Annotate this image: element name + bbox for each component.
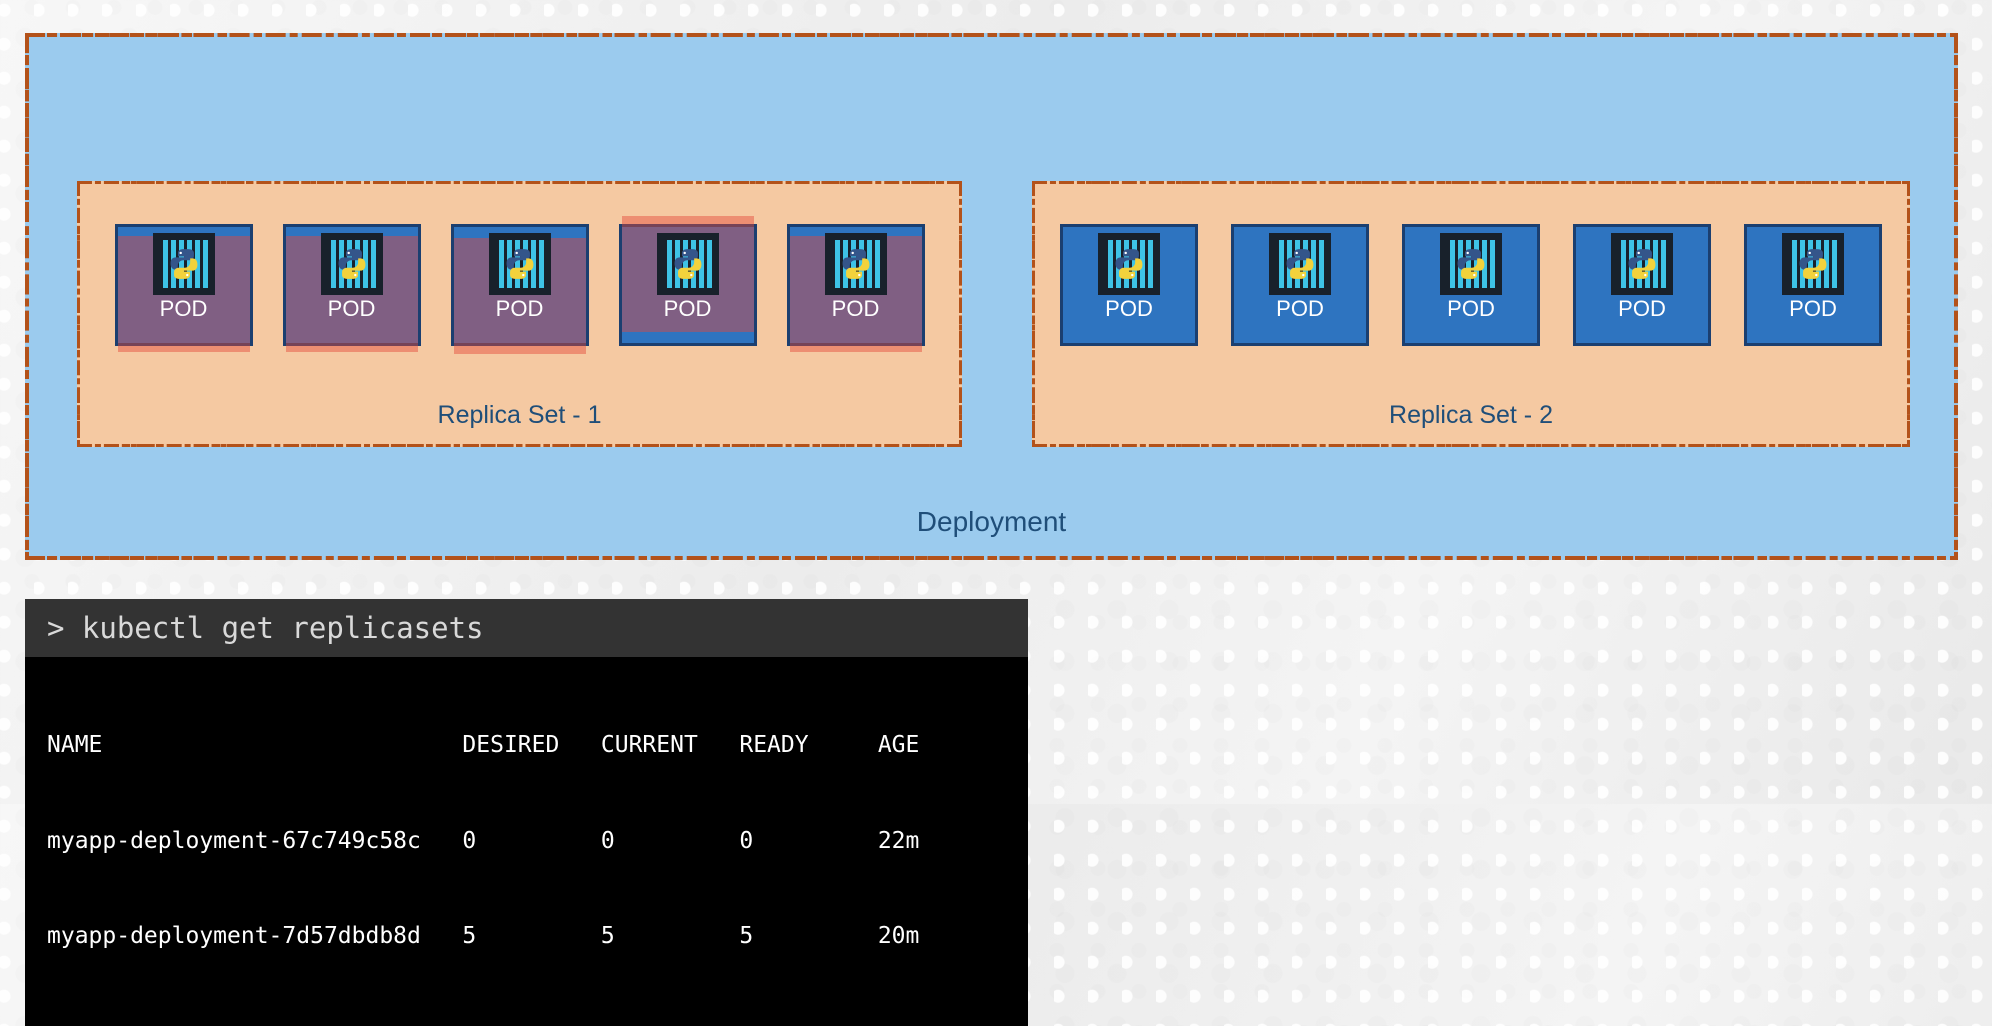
pod-rs2-3[interactable]: POD <box>1402 224 1540 346</box>
terminal-window: > kubectl get replicasets NAME DESIRED C… <box>25 599 1028 1026</box>
pod-label: POD <box>327 296 376 321</box>
pod-label: POD <box>1105 296 1153 321</box>
pod-rs1-3[interactable]: POD <box>450 224 589 346</box>
container-cage <box>1276 240 1324 288</box>
pod-rs2-4[interactable]: POD <box>1573 224 1711 346</box>
terminal-command-prompt: > kubectl get replicasets <box>25 599 1028 657</box>
replicaset-1-pod-row: POD POD <box>80 224 959 356</box>
container-cage <box>495 240 544 288</box>
deployment-container: POD POD <box>25 33 1958 560</box>
pod-rs2-1[interactable]: POD <box>1060 224 1198 346</box>
python-container-icon <box>1611 233 1673 295</box>
replicaset-2-label: Replica Set - 2 <box>1389 401 1553 429</box>
replicaset-1-label: Replica Set - 1 <box>437 401 602 429</box>
pod-label: POD <box>495 296 544 321</box>
pod-rs1-2[interactable]: POD <box>282 224 421 346</box>
table-header-row: NAME DESIRED CURRENT READY AGE <box>47 732 920 759</box>
python-container-icon <box>1440 233 1502 295</box>
python-container-icon <box>1269 233 1331 295</box>
container-cage <box>1789 240 1837 288</box>
pod-label: POD <box>1789 296 1837 321</box>
replicaset-2-pod-row: POD POD <box>1035 224 1907 356</box>
replicaset-2-container: POD POD <box>1032 181 1910 447</box>
pod-label: POD <box>159 296 208 321</box>
python-container-icon <box>320 233 383 295</box>
replicaset-1-container: POD POD <box>77 181 962 447</box>
pod-rs1-1[interactable]: POD <box>114 224 253 346</box>
table-row: myapp-deployment-67c749c58c 0 0 0 22m <box>47 827 920 854</box>
container-cage <box>663 240 712 288</box>
pod-label: POD <box>831 296 880 321</box>
pod-rs2-2[interactable]: POD <box>1231 224 1369 346</box>
pod-label: POD <box>1618 296 1666 321</box>
pod-rs2-5[interactable]: POD <box>1744 224 1882 346</box>
python-container-icon <box>152 233 215 295</box>
container-cage <box>327 240 376 288</box>
python-container-icon <box>488 233 551 295</box>
container-cage <box>159 240 208 288</box>
table-row: myapp-deployment-7d57dbdb8d 5 5 5 20m <box>47 922 920 949</box>
python-container-icon <box>1098 233 1160 295</box>
terminal-output: NAME DESIRED CURRENT READY AGE myapp-dep… <box>25 657 1028 1026</box>
python-container-icon <box>656 233 719 295</box>
python-container-icon <box>1782 233 1844 295</box>
pod-rs1-5[interactable]: POD <box>786 224 925 346</box>
container-cage <box>1447 240 1495 288</box>
pod-label: POD <box>1276 296 1324 321</box>
deployment-label: Deployment <box>916 506 1067 537</box>
python-container-icon <box>824 233 887 295</box>
container-cage <box>831 240 880 288</box>
container-cage <box>1105 240 1153 288</box>
pod-label: POD <box>663 296 712 321</box>
pod-label: POD <box>1447 296 1495 321</box>
pod-rs1-4[interactable]: POD <box>618 224 757 346</box>
container-cage <box>1618 240 1666 288</box>
